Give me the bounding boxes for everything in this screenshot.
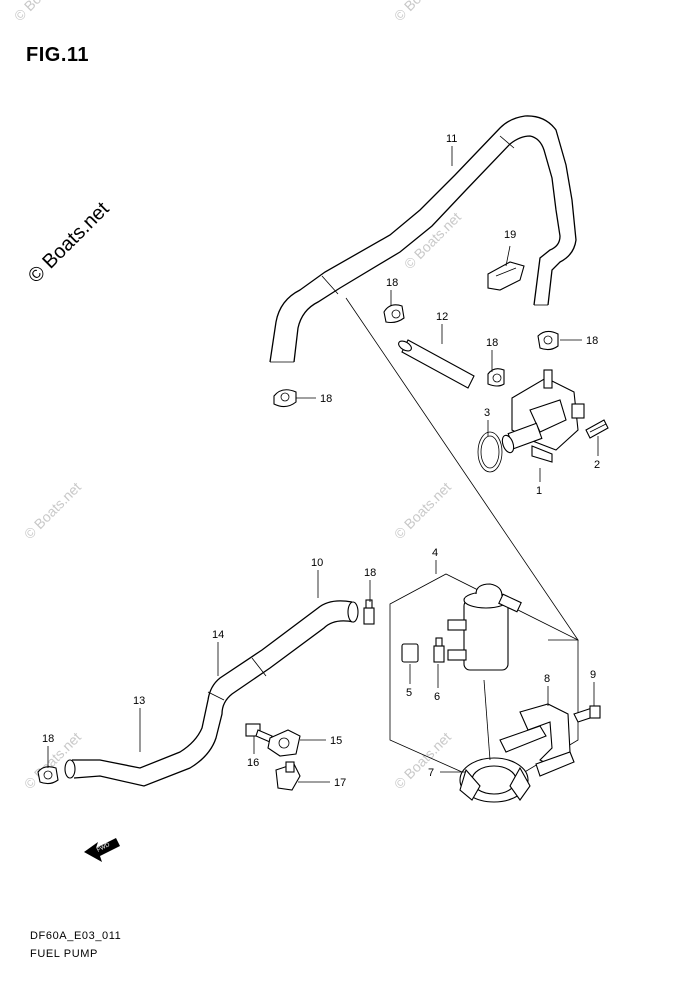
callout-18: 18 <box>486 337 498 349</box>
clamp-15 <box>267 729 301 757</box>
fuel-pump-1 <box>501 369 585 463</box>
watermark: © Boats.net <box>391 729 454 792</box>
bracket-7 <box>459 757 531 803</box>
watermark: © Boats.net <box>391 0 454 24</box>
callout-14: 14 <box>212 629 224 641</box>
clamp-18 <box>37 766 59 785</box>
callout-12: 12 <box>436 311 448 323</box>
watermark-main: © Boats.net <box>24 198 114 288</box>
o-ring-3 <box>477 431 503 473</box>
callout-6: 6 <box>434 691 440 703</box>
callout-17: 17 <box>334 777 346 789</box>
clamp-18 <box>273 389 297 408</box>
callout-1: 1 <box>536 485 542 497</box>
callout-18: 18 <box>320 393 332 405</box>
clamp-18 <box>537 330 559 351</box>
clip-6 <box>433 637 445 663</box>
callout-7: 7 <box>428 767 434 779</box>
hose-11 <box>269 115 577 363</box>
bolt-16 <box>245 723 273 743</box>
clamp-18 <box>383 304 405 324</box>
callout-3: 3 <box>484 407 490 419</box>
clamp-18 <box>487 368 505 387</box>
cap-5 <box>401 643 419 663</box>
callouts: 11 18 12 18 18 19 18 3 2 1 4 10 18 14 13… <box>42 133 600 789</box>
fwd-arrow: FWD <box>84 838 120 862</box>
clamp-17 <box>275 761 301 791</box>
callout-10: 10 <box>311 557 323 569</box>
watermark: © Boats.net <box>21 479 84 542</box>
callout-4: 4 <box>432 547 438 559</box>
hose-10-14-13 <box>64 600 359 787</box>
callout-15: 15 <box>330 735 342 747</box>
bracket-8 <box>499 703 575 777</box>
fuel-filter <box>447 583 522 671</box>
filter-box-outline <box>389 573 579 789</box>
callout-13: 13 <box>133 695 145 707</box>
o-ring-3-inner <box>480 435 500 469</box>
callout-16: 16 <box>247 757 259 769</box>
callout-18: 18 <box>42 733 54 745</box>
leader-lines <box>47 146 599 783</box>
callout-8: 8 <box>544 673 550 685</box>
callout-18: 18 <box>386 277 398 289</box>
bolt-2 <box>585 419 609 439</box>
drawing-code: DF60A_E03_011 <box>30 930 122 942</box>
callout-9: 9 <box>590 669 596 681</box>
bolt-9 <box>573 705 601 723</box>
figure-title: FIG.11 <box>26 44 90 66</box>
watermark: © Boats.net <box>11 0 74 24</box>
callout-19: 19 <box>504 229 516 241</box>
drawing-name: FUEL PUMP <box>30 948 98 960</box>
callout-5: 5 <box>406 687 412 699</box>
watermarks: © Boats.net © Boats.net © Boats.net © Bo… <box>11 0 464 792</box>
watermark: © Boats.net <box>391 479 454 542</box>
clip-19 <box>487 261 525 291</box>
callout-18: 18 <box>364 567 376 579</box>
hose-12 <box>398 339 475 389</box>
clamp-18 <box>363 599 375 625</box>
callout-2: 2 <box>594 459 600 471</box>
callout-11: 11 <box>446 133 457 145</box>
callout-18: 18 <box>586 335 598 347</box>
